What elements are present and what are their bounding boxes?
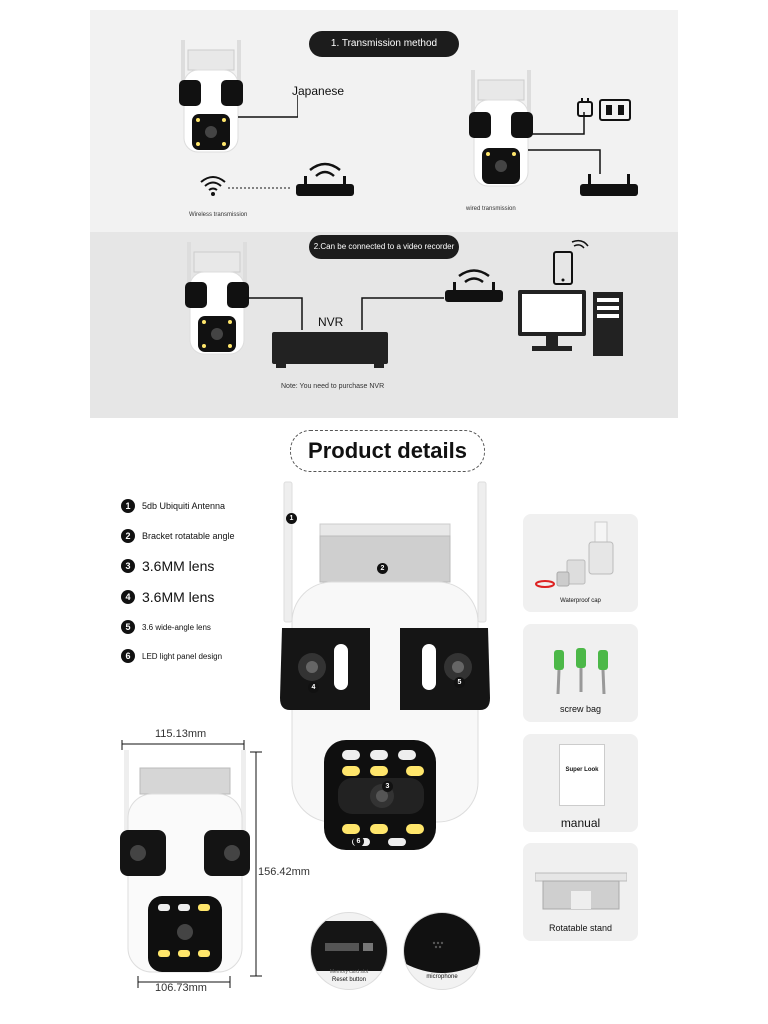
marker-lens-right: 5 bbox=[454, 677, 465, 688]
nvr-note: Note: You need to purchase NVR bbox=[281, 383, 385, 390]
marker-antenna: 1 bbox=[286, 513, 297, 524]
closeup-card-slot: Memory card slot Reset button bbox=[310, 912, 388, 990]
waterproof-cap-image bbox=[535, 521, 614, 588]
power-adapter-icon bbox=[577, 98, 631, 121]
feature-label: 3.6 wide-angle lens bbox=[142, 622, 211, 632]
marker-bracket: 2 bbox=[377, 563, 388, 574]
transmission-title: 1. Transmission method bbox=[309, 31, 459, 57]
camera-main-image bbox=[280, 481, 490, 850]
feature-item: 3 3.6MM lens bbox=[121, 558, 214, 574]
router-icon-wired bbox=[580, 174, 638, 196]
feature-item: 2 Bracket rotatable angle bbox=[121, 529, 235, 543]
marker-lens-left: 4 bbox=[308, 682, 319, 693]
accessory-card-manual: Super Look manual bbox=[523, 734, 638, 832]
feature-item: 5 3.6 wide-angle lens bbox=[121, 620, 211, 634]
nvr-connection-lines bbox=[244, 297, 444, 330]
dimension-height: 156.42mm bbox=[258, 866, 310, 878]
feature-item: 4 3.6MM lens bbox=[121, 589, 214, 605]
manual-image: Super Look bbox=[559, 744, 605, 806]
feature-item: 6 LED light panel design bbox=[121, 649, 222, 663]
dimension-lines bbox=[121, 740, 262, 988]
accessory-card-stand: Rotatable stand bbox=[523, 843, 638, 941]
recorder-title: 2.Can be connected to a video recorder bbox=[309, 235, 459, 259]
computer-icon bbox=[518, 290, 623, 356]
feature-number: 2 bbox=[121, 529, 135, 543]
feature-number: 1 bbox=[121, 499, 135, 513]
memory-card-label: Memory card slot bbox=[329, 969, 369, 975]
dashed-link bbox=[228, 187, 290, 189]
microphone-image bbox=[404, 913, 480, 973]
feature-number: 4 bbox=[121, 590, 135, 604]
router-icon-nvr bbox=[445, 269, 503, 302]
wireless-label: Wireless transmission bbox=[189, 212, 248, 218]
wired-connection-lines bbox=[528, 112, 601, 174]
microphone-label: microphone bbox=[426, 974, 458, 980]
card-slot-image bbox=[311, 921, 387, 971]
accessory-card-waterproof: Waterproof cap bbox=[523, 514, 638, 612]
feature-number: 5 bbox=[121, 620, 135, 634]
accessory-label: manual bbox=[560, 816, 601, 830]
camera-image-wired bbox=[469, 70, 533, 187]
accessory-label: screw bag bbox=[559, 704, 602, 714]
nvr-label: NVR bbox=[318, 315, 344, 329]
feature-label: Bracket rotatable angle bbox=[142, 531, 235, 541]
camera-image-nvr bbox=[185, 242, 249, 355]
connection-line bbox=[238, 95, 298, 118]
rotatable-stand-image bbox=[535, 872, 627, 910]
japanese-label: Japanese bbox=[292, 84, 345, 98]
wifi-icon bbox=[200, 176, 226, 196]
screw-bag-image bbox=[554, 648, 608, 695]
accessory-label: Waterproof cap bbox=[560, 598, 601, 604]
feature-number: 6 bbox=[121, 649, 135, 663]
reset-button-label: Reset button bbox=[331, 977, 367, 983]
wired-label: wired transmission bbox=[466, 206, 516, 212]
feature-number: 3 bbox=[121, 559, 135, 573]
dimension-width-top: 115.13mm bbox=[155, 728, 207, 740]
marker-led-panel: 6 bbox=[353, 836, 364, 847]
camera-dimension-image bbox=[120, 750, 250, 973]
camera-image-wireless bbox=[179, 40, 243, 153]
manual-brand: Super Look bbox=[565, 767, 599, 773]
phone-icon bbox=[553, 239, 589, 285]
feature-label: 5db Ubiquiti Antenna bbox=[142, 501, 226, 511]
feature-label: 3.6MM lens bbox=[142, 589, 215, 605]
dimension-width-bottom: 106.73mm bbox=[155, 982, 207, 994]
router-icon bbox=[296, 162, 354, 196]
marker-lens-center: 3 bbox=[382, 781, 393, 792]
accessory-card-screws: screw bag bbox=[523, 624, 638, 722]
feature-item: 1 5db Ubiquiti Antenna bbox=[121, 499, 225, 513]
nvr-device-icon bbox=[272, 332, 388, 368]
closeup-microphone: microphone bbox=[403, 912, 481, 990]
feature-label: LED light panel design bbox=[142, 651, 223, 661]
product-details-title: Product details bbox=[290, 430, 485, 472]
feature-label: 3.6MM lens bbox=[142, 558, 215, 574]
accessory-label: Rotatable stand bbox=[548, 923, 613, 933]
